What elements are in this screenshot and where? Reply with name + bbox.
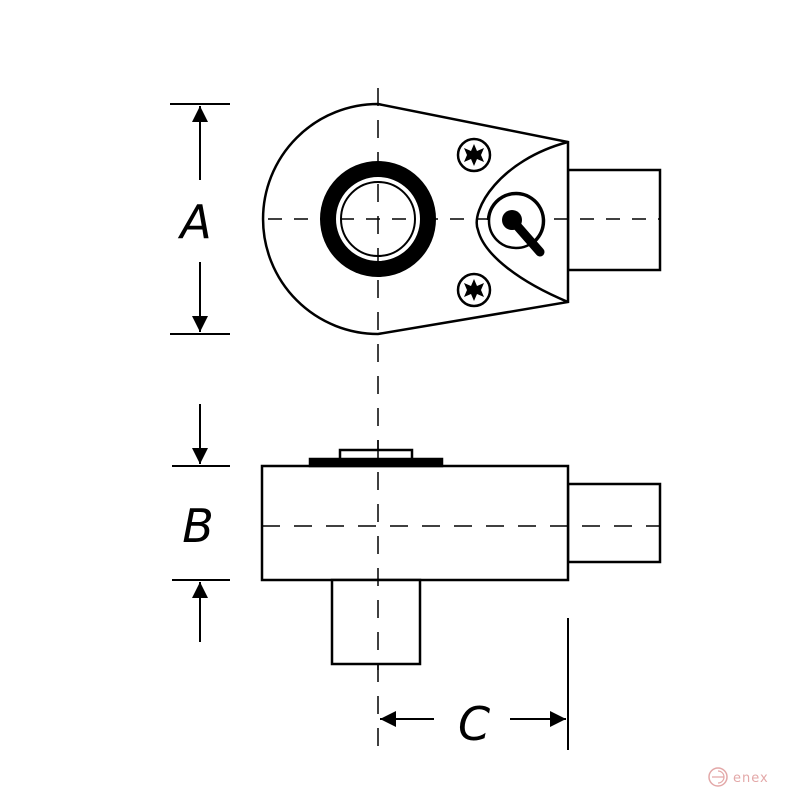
- square-drive-top: [566, 168, 662, 272]
- dimension-c: [380, 618, 569, 750]
- dimension-a-label: A: [177, 195, 211, 249]
- torx-screw-icon: [456, 137, 492, 173]
- enex-logo: enex: [708, 767, 769, 787]
- lever-pocket-outline: [475, 140, 569, 304]
- torx-screw-icon: [456, 272, 492, 308]
- head-body-side: [260, 464, 570, 582]
- reversing-lever-icon: [486, 191, 546, 257]
- dimension-a: [170, 103, 230, 335]
- side-view: [260, 448, 662, 666]
- cap-boss: [338, 448, 414, 461]
- square-drive-side: [566, 482, 662, 564]
- dimension-b-label: B: [182, 499, 214, 553]
- dimension-b: [172, 404, 230, 642]
- drive-stem: [330, 578, 422, 666]
- top-view: [261, 102, 662, 336]
- watermark-text: enex: [733, 771, 769, 786]
- dimension-c-label: C: [458, 697, 490, 751]
